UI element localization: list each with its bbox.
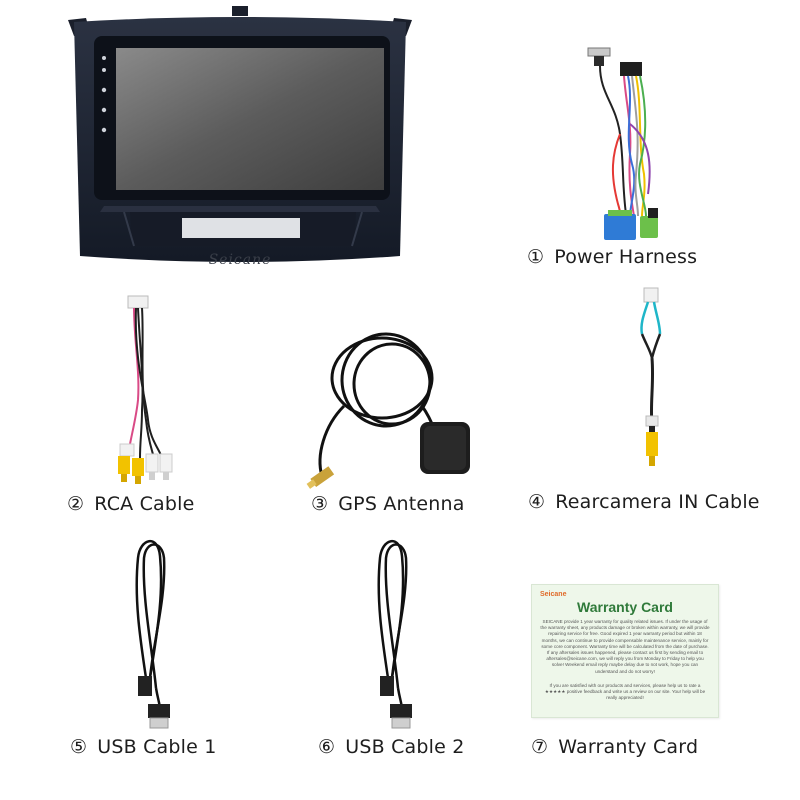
rearcamera-cable-image — [620, 284, 680, 484]
item-label: Warranty Card — [558, 736, 699, 758]
item-number: ⑦ — [531, 736, 549, 758]
brand-logo: Seicane — [208, 252, 272, 268]
item-label: GPS Antenna — [338, 493, 465, 515]
item-label: Power Harness — [554, 246, 698, 268]
head-unit-image — [68, 6, 412, 262]
rca-cable-image — [100, 290, 180, 490]
warranty-card-title: Warranty Card — [577, 599, 673, 615]
caption-usb-cable-1: ⑤ USB Cable 1 — [70, 736, 217, 758]
warranty-card-body: SEICANE provide 1 year warranty for qual… — [540, 619, 710, 674]
item-number: ① — [527, 246, 545, 268]
item-number: ⑤ — [70, 736, 88, 758]
item-number: ⑥ — [318, 736, 336, 758]
caption-rca-cable: ② RCA Cable — [67, 493, 195, 515]
item-label: RCA Cable — [94, 493, 195, 515]
item-label: Rearcamera IN Cable — [555, 491, 760, 513]
caption-rearcamera-cable: ④ Rearcamera IN Cable — [528, 491, 760, 513]
item-label: USB Cable 1 — [97, 736, 217, 758]
usb-cable-2-image — [362, 528, 432, 734]
item-number: ④ — [528, 491, 546, 513]
warranty-card: Seicane Warranty Card SEICANE provide 1 … — [531, 584, 719, 718]
car-stereo-head-unit: Seicane — [64, 6, 416, 274]
caption-power-harness: ① Power Harness — [527, 246, 697, 268]
warranty-card-footer: If you are satisfied with our products a… — [544, 682, 706, 701]
caption-usb-cable-2: ⑥ USB Cable 2 — [318, 736, 465, 758]
gps-antenna-image — [304, 326, 484, 494]
caption-gps-antenna: ③ GPS Antenna — [311, 493, 465, 515]
power-harness-image — [560, 44, 680, 249]
item-number: ③ — [311, 493, 329, 515]
item-number: ② — [67, 493, 85, 515]
warranty-card-brand: Seicane — [540, 591, 567, 598]
usb-cable-1-image — [120, 528, 190, 734]
caption-warranty-card: ⑦ Warranty Card — [531, 736, 698, 758]
item-label: USB Cable 2 — [345, 736, 465, 758]
